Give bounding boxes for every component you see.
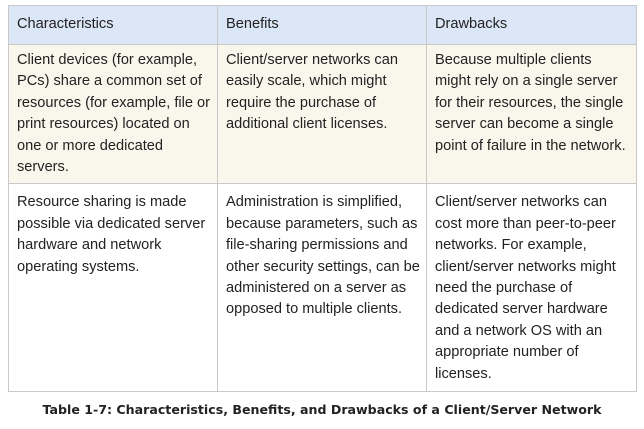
header-drawbacks: Drawbacks	[426, 5, 637, 45]
table-header-row: Characteristics Benefits Drawbacks	[8, 5, 637, 45]
cell-benefit: Administration is simplified, because pa…	[217, 183, 427, 393]
cell-characteristic: Client devices (for example, PCs) share …	[8, 43, 218, 185]
comparison-table: Characteristics Benefits Drawbacks Clien…	[8, 5, 637, 393]
cell-drawback: Client/server networks can cost more tha…	[426, 183, 637, 393]
cell-characteristic: Resource sharing is made possible via de…	[8, 183, 218, 393]
table-row: Client devices (for example, PCs) share …	[8, 43, 637, 185]
table-caption: Table 1-7: Characteristics, Benefits, an…	[42, 402, 602, 417]
table-row: Resource sharing is made possible via de…	[8, 183, 637, 393]
cell-benefit: Client/server networks can easily scale,…	[217, 43, 427, 185]
header-benefits: Benefits	[217, 5, 427, 45]
header-characteristics: Characteristics	[8, 5, 218, 45]
cell-drawback: Because multiple clients might rely on a…	[426, 43, 637, 185]
